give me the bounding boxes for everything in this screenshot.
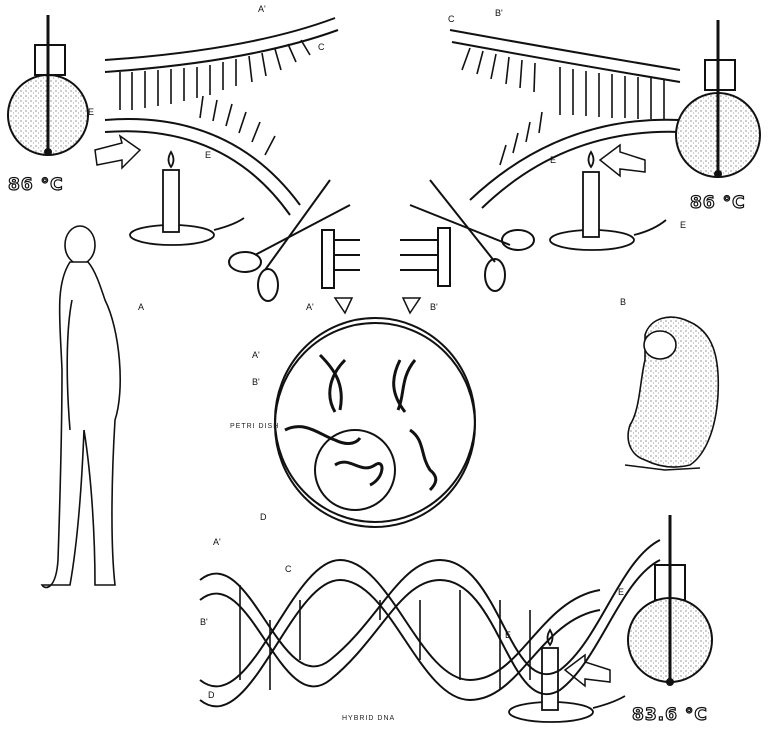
label-c-top-right: C: [448, 14, 455, 24]
human-figure-illustration: [42, 226, 120, 587]
dna-double-helix-illustration: [200, 540, 660, 706]
label-e-top-right-flask: E: [680, 220, 686, 230]
petri-dish-illustration: [275, 318, 475, 527]
label-b-prime-dish: B': [430, 302, 438, 312]
temperature-top-right: 86 °C: [690, 193, 746, 213]
label-a-prime-top-left: A': [258, 4, 266, 14]
label-e-bottom-flask: E: [618, 587, 624, 597]
label-b-prime-top-right: B': [495, 8, 503, 18]
flask-thermometer-icon: [676, 20, 760, 177]
label-d-bottom-helix: D: [208, 690, 215, 700]
label-b-prime-helix: B': [200, 617, 208, 627]
label-a-prime-dish: A': [306, 302, 314, 312]
label-c-top-left: C: [318, 42, 325, 52]
pointer-arrows: [335, 298, 420, 313]
label-e-top-left-flame: E: [205, 150, 211, 160]
label-e-top-left-flask: E: [88, 107, 94, 117]
label-a-prime-fragment: A': [252, 350, 260, 360]
label-a-human: A: [138, 302, 144, 312]
dna-fragment-right: [400, 228, 450, 286]
bunsen-burner-icon: [130, 152, 244, 245]
label-hybrid-dna: HYBRID DNA: [342, 715, 395, 722]
top-right-dna-strands: [450, 30, 680, 208]
top-left-dna-strands: [105, 18, 338, 215]
label-e-top-right-flame: E: [550, 155, 556, 165]
temperature-bottom-right: 83.6 °C: [632, 705, 708, 725]
dna-fragment-left: [322, 230, 360, 288]
monkey-illustration: [625, 317, 718, 470]
label-a-prime-helix: A': [213, 537, 221, 547]
label-c-helix: C: [285, 564, 292, 574]
scissors-icon: [410, 180, 534, 291]
label-b-prime-fragment: B': [252, 377, 260, 387]
flask-thermometer-icon: [628, 515, 712, 685]
label-petri-dish: PETRI DISH: [230, 423, 279, 430]
flask-thermometer-icon: [8, 15, 88, 155]
temperature-top-left: 86 °C: [8, 175, 64, 195]
label-d-top-helix: D: [260, 512, 267, 522]
label-b-monkey: B: [620, 297, 626, 307]
